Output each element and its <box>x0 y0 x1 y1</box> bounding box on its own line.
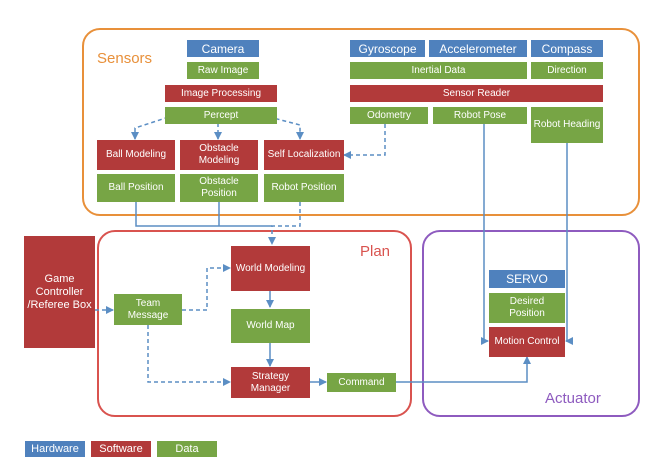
image-processing-box: Image Processing <box>165 85 277 102</box>
team-message-box: Team Message <box>114 294 182 325</box>
actuator-title: Actuator <box>545 390 601 407</box>
plan-title: Plan <box>360 243 391 260</box>
compass-box: Compass <box>531 40 603 57</box>
arrow-odometry-self <box>343 124 386 159</box>
direction-box: Direction <box>531 62 603 79</box>
sensor-reader-box: Sensor Reader <box>350 85 603 102</box>
ball-position-box: Ball Position <box>97 174 175 202</box>
robot-pose-box: Robot Pose <box>433 107 527 124</box>
servo-box: SERVO <box>489 270 565 288</box>
arrow-pose-motion <box>481 124 489 345</box>
sensors-panel <box>82 28 640 216</box>
plan-panel <box>97 230 412 417</box>
arrow-team-strategy <box>147 325 231 386</box>
ball-modeling-box: Ball Modeling <box>97 140 175 170</box>
desired-position-box: Desired Position <box>489 293 565 323</box>
odometry-box: Odometry <box>350 107 428 124</box>
percept-box: Percept <box>165 107 277 124</box>
inertial-data-box: Inertial Data <box>350 62 527 79</box>
raw-image-box: Raw Image <box>187 62 259 79</box>
camera-box: Camera <box>187 40 259 57</box>
obstacle-modeling-box: Obstacle Modeling <box>180 140 258 170</box>
world-modeling-box: World Modeling <box>231 246 310 291</box>
arrow-robotpos-world <box>268 202 301 245</box>
robot-heading-box: Robot Heading <box>531 107 603 143</box>
robot-position-box: Robot Position <box>264 174 344 202</box>
strategy-manager-box: Strategy Manager <box>231 367 310 398</box>
arrow-percept-ball <box>131 114 176 140</box>
game-controller-box: Game Controller /Referee Box <box>24 236 95 348</box>
obstacle-position-box: Obstacle Position <box>180 174 258 202</box>
sensors-title: Sensors <box>97 50 153 67</box>
actuator-panel <box>422 230 640 417</box>
legend-hardware: Hardware <box>25 441 85 457</box>
arrow-command-motion <box>396 356 531 383</box>
arrow-team-world <box>182 264 231 311</box>
motion-control-box: Motion Control <box>489 327 565 357</box>
arrow-ball-world <box>135 202 272 227</box>
accelerometer-box: Accelerometer <box>429 40 527 57</box>
legend-software: Software <box>91 441 151 457</box>
world-map-box: World Map <box>231 309 310 343</box>
self-localization-box: Self Localization <box>264 140 344 170</box>
command-box: Command <box>327 373 396 392</box>
arrow-heading-motion <box>565 143 573 345</box>
gyroscope-box: Gyroscope <box>350 40 425 57</box>
legend-data: Data <box>157 441 217 457</box>
